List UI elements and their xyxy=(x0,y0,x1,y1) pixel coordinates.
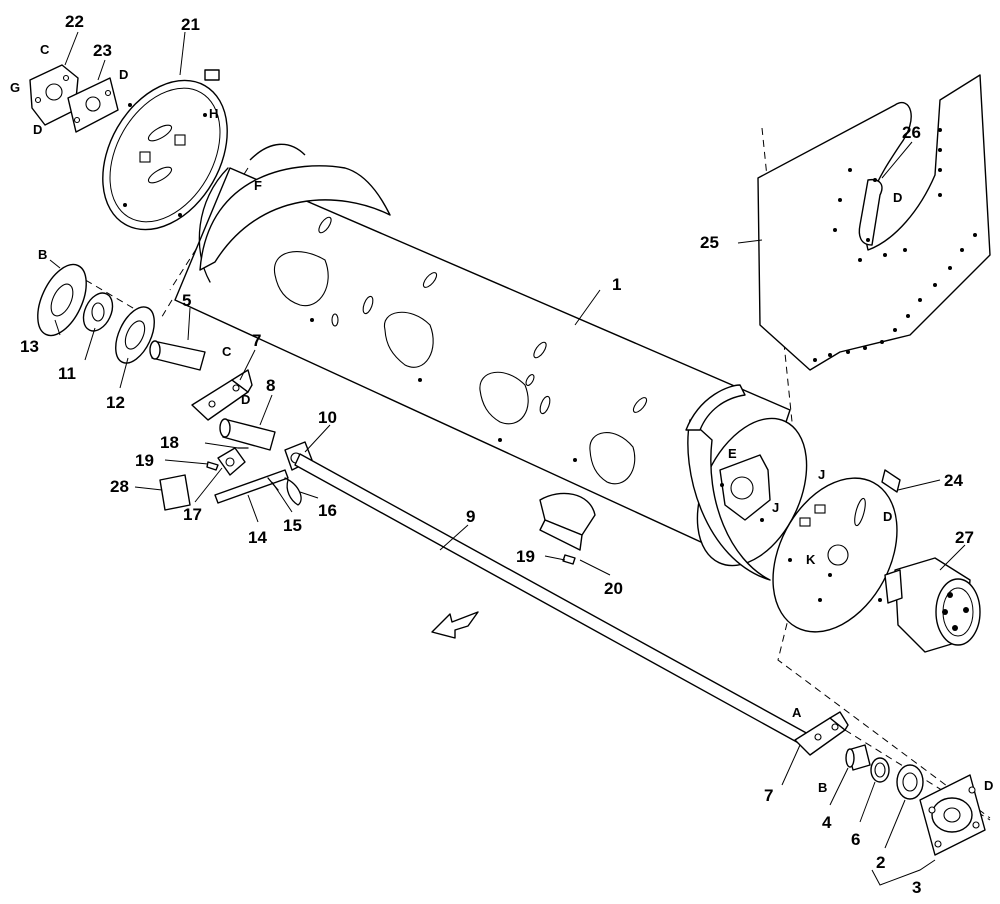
callout-21: 21 xyxy=(181,15,200,34)
ref-j-lower: J xyxy=(772,500,779,515)
callout-24: 24 xyxy=(944,471,963,490)
callout-28: 28 xyxy=(110,477,129,496)
callout-12: 12 xyxy=(106,393,125,412)
ref-h: H xyxy=(209,106,218,121)
callout-9: 9 xyxy=(466,507,475,526)
bearing-11 xyxy=(82,292,114,332)
callout-11: 11 xyxy=(58,364,76,383)
callout-23: 23 xyxy=(93,41,112,60)
callout-27: 27 xyxy=(955,528,974,547)
callout-6: 6 xyxy=(851,830,860,849)
hydraulic-motor-27 xyxy=(884,557,981,653)
cylinder-drum xyxy=(174,143,808,581)
callout-16: 16 xyxy=(318,501,337,520)
ref-j-upper: J xyxy=(818,467,825,482)
end-plate-24 xyxy=(772,469,901,633)
ref-f: F xyxy=(254,178,262,193)
part-callouts: 1 2 3 4 5 6 7 7 8 9 10 11 12 13 14 15 16… xyxy=(20,12,974,897)
callout-4: 4 xyxy=(822,813,832,832)
ref-d-top-left: D xyxy=(33,122,42,137)
clip-16 xyxy=(284,477,302,506)
callout-18: 18 xyxy=(160,433,179,452)
plate-28 xyxy=(159,474,191,511)
leader-lines xyxy=(49,31,966,886)
callout-8: 8 xyxy=(266,376,275,395)
bracket-17 xyxy=(217,447,246,476)
callout-19-left: 19 xyxy=(135,451,154,470)
coupling-7-left xyxy=(191,369,253,421)
flange-13 xyxy=(37,263,87,337)
flange-12 xyxy=(115,306,155,364)
ref-c-left: C xyxy=(222,344,232,359)
bearing-3 xyxy=(919,774,986,856)
callout-14: 14 xyxy=(248,528,267,547)
bolt-19-left xyxy=(206,461,219,471)
ref-c-top: C xyxy=(40,42,50,57)
callout-7-right: 7 xyxy=(764,786,773,805)
coupling-7-right xyxy=(794,711,849,756)
ref-d-bearing: D xyxy=(984,778,993,793)
shim-plate-23 xyxy=(67,77,119,133)
callout-22: 22 xyxy=(65,12,84,31)
ring-6 xyxy=(870,757,890,783)
side-panel-25 xyxy=(757,74,991,371)
callout-2: 2 xyxy=(876,853,885,872)
ref-e: E xyxy=(728,446,737,461)
bushing-4 xyxy=(845,744,871,771)
shaft-5 xyxy=(149,340,206,371)
callout-3: 3 xyxy=(912,878,921,897)
direction-arrow xyxy=(431,611,479,639)
callout-5: 5 xyxy=(182,291,191,310)
ref-b-right: B xyxy=(818,780,827,795)
ref-g: G xyxy=(10,80,20,95)
callout-7-left: 7 xyxy=(252,331,261,350)
callout-25: 25 xyxy=(700,233,719,252)
callout-17: 17 xyxy=(183,505,202,524)
end-plate-21 xyxy=(102,69,228,231)
reference-letters: A B B C C D D D D D D E F G H J J K xyxy=(10,42,993,795)
shaft-8 xyxy=(219,418,276,451)
cover-panel-20 xyxy=(539,492,596,551)
ref-d-top: D xyxy=(119,67,128,82)
ref-d-panel: D xyxy=(893,190,902,205)
callout-20: 20 xyxy=(604,579,623,598)
ref-k: K xyxy=(806,552,816,567)
ref-b-left: B xyxy=(38,247,47,262)
callout-10: 10 xyxy=(318,408,337,427)
bolt-19-right xyxy=(562,554,576,565)
ref-d-plate: D xyxy=(883,509,892,524)
callout-19-right: 19 xyxy=(516,547,535,566)
callout-15: 15 xyxy=(283,516,302,535)
callout-1: 1 xyxy=(612,275,621,294)
callout-26: 26 xyxy=(902,123,921,142)
ref-a: A xyxy=(792,705,802,720)
plate-22 xyxy=(29,64,79,126)
ref-d-coupling: D xyxy=(241,392,250,407)
rod-14 xyxy=(214,469,289,504)
callout-13: 13 xyxy=(20,337,39,356)
ring-2 xyxy=(896,764,924,800)
